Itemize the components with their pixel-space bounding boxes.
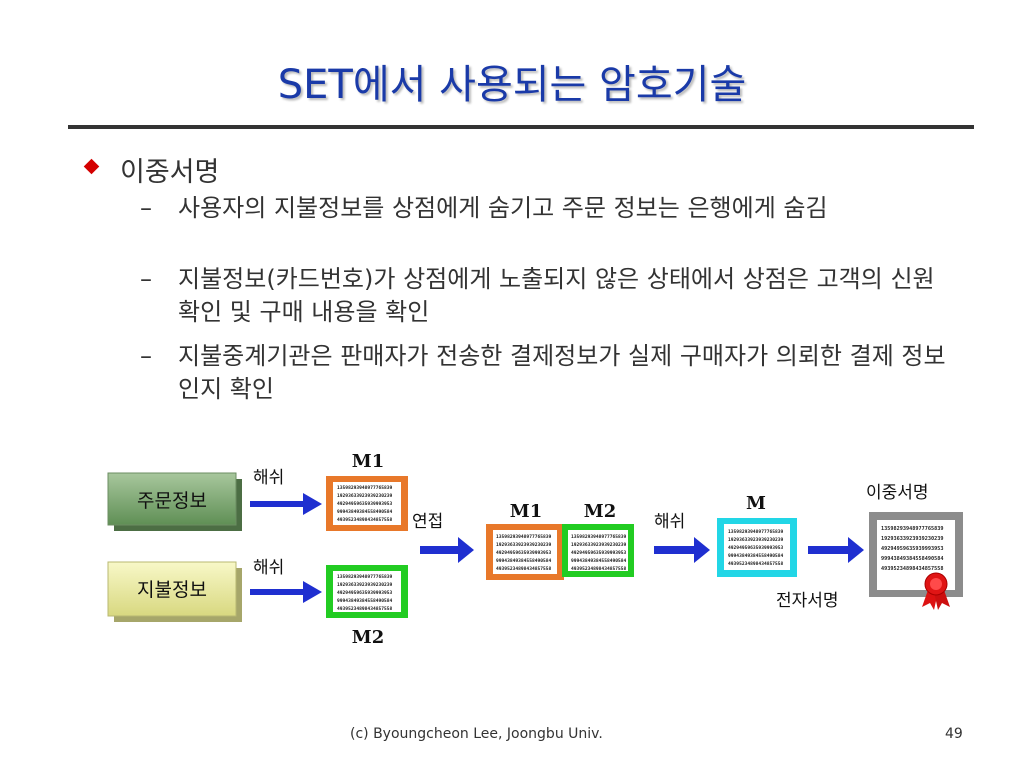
digest-line: 13598293948977765839 (496, 534, 552, 540)
digest-line: 99943849384558490584 (337, 509, 393, 515)
title-divider (68, 125, 974, 129)
payment-info-label: 지불정보 (137, 579, 207, 601)
order-info-label: 주문정보 (137, 490, 207, 512)
m-label: M (746, 493, 766, 514)
main-bullet-text: 이중서명 (120, 157, 220, 188)
digest-line: 49395234898434857558 (496, 566, 552, 572)
sub-bullet-text: 사용자의 지불정보를 상점에게 숨기고 주문 정보는 은행에게 숨김 (178, 194, 828, 222)
hash-label: 해쉬 (253, 468, 284, 488)
digest-line: 49294959635939993953 (571, 550, 627, 556)
concat-m2-digest: 13598293948977765839 1929363392393923023… (562, 524, 634, 577)
digest-line: 49294959635939993953 (496, 550, 552, 556)
digest-line: 49395234898434857558 (571, 566, 627, 572)
sub-bullet-text: 지불정보(카드번호)가 상점에게 노출되지 않은 상태에서 상점은 고객의 신원… (178, 265, 935, 326)
digest-line: 13598293948977765839 (728, 529, 784, 535)
dual-signature-digest: 13598293948977765839 1929363392393923023… (869, 512, 963, 597)
dash-marker: – (140, 194, 152, 222)
m-digest: 13598293948977765839 1929363392393923023… (717, 518, 797, 577)
digest-line: 49395234898434857558 (337, 606, 393, 612)
dual-signature-label: 이중서명 (866, 483, 929, 503)
digest-line: 13598293948977765839 (337, 485, 393, 491)
digest-line: 19293633923939230239 (337, 493, 393, 499)
digital-signature-label: 전자서명 (776, 591, 839, 611)
page-number: 49 (945, 726, 963, 742)
dash-marker: – (140, 342, 152, 370)
concat-m1-label: M1 (510, 501, 542, 522)
m2-digest: 13598293948977765839 1929363392393923023… (326, 565, 408, 618)
hash-arrow-icon (654, 537, 710, 563)
digest-line: 19293633923939230239 (881, 536, 943, 542)
concat-m2-label: M2 (584, 501, 616, 522)
digest-line: 49294959635939993953 (337, 590, 393, 596)
red-seal-icon (922, 572, 950, 610)
m1-label: M1 (352, 451, 384, 472)
concat-m1-digest: 13598293948977765839 1929363392393923023… (486, 524, 564, 580)
dash-marker: – (140, 265, 152, 293)
digest-line: 49294959635939993953 (881, 546, 943, 552)
digest-line: 19293633923939230239 (337, 582, 393, 588)
digest-line: 19293633923939230239 (728, 537, 784, 543)
slide-title: SET에서 사용되는 암호기술 (277, 62, 747, 108)
sub-bullet-text: 지불중계기관은 판매자가 전송한 결제정보가 실제 구매자가 의뢰한 결제 정보… (178, 342, 946, 403)
digest-line: 49294959635939993953 (728, 545, 784, 551)
digest-line: 99943849384558490584 (728, 553, 784, 559)
digest-line: 99943849384558490584 (496, 558, 552, 564)
order-info-box: 주문정보 (107, 472, 242, 531)
digest-line: 49395234898434857558 (881, 566, 943, 572)
payment-info-box: 지불정보 (107, 561, 242, 622)
m2-label: M2 (352, 627, 384, 648)
sign-arrow-icon (808, 537, 864, 563)
digest-line: 13598293948977765839 (881, 526, 943, 532)
digest-line: 19293633923939230239 (571, 542, 627, 548)
digest-line: 13598293948977765839 (337, 574, 393, 580)
digest-line: 49294959635939993953 (337, 501, 393, 507)
digest-line: 49395234898434857558 (728, 561, 784, 567)
digest-line: 49395234898434857558 (337, 517, 393, 523)
hash-label: 해쉬 (253, 558, 284, 578)
concat-label: 연접 (412, 512, 443, 532)
hash-arrow-icon (250, 493, 322, 515)
digest-line: 19293633923939230239 (496, 542, 552, 548)
hash-arrow-icon (250, 581, 322, 603)
footer-copyright: (c) Byoungcheon Lee, Joongbu Univ. (350, 726, 603, 742)
digest-line: 99943849384558490584 (571, 558, 627, 564)
digest-line: 13598293948977765839 (571, 534, 627, 540)
hash-label: 해쉬 (654, 512, 685, 532)
digest-line: 99943849384558490584 (881, 556, 943, 562)
digest-line: 99943849384558490584 (337, 598, 393, 604)
m1-digest: 13598293948977765839 1929363392393923023… (326, 476, 408, 531)
concat-arrow-icon (420, 537, 474, 563)
